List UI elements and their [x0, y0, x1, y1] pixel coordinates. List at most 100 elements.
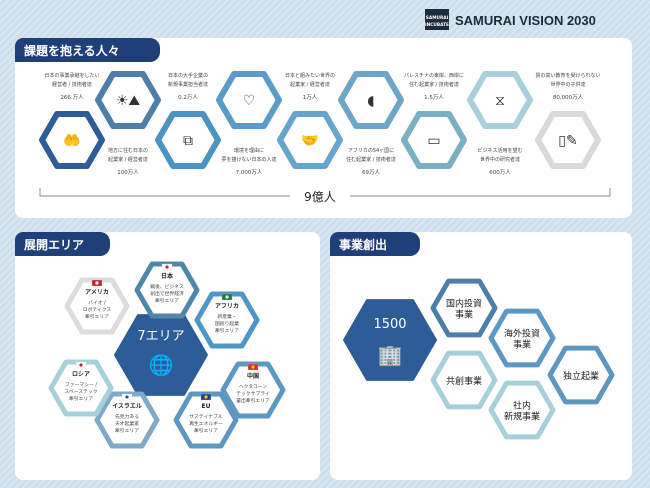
business-label: 共創事業: [446, 375, 482, 387]
issue-description: 日本と組みたい世界の: [285, 72, 335, 79]
heart-hand-icon: ♡: [243, 93, 256, 109]
area-description: 牽引エリア: [85, 313, 109, 320]
business-hexagon: [430, 350, 498, 410]
issue-count: 80,000万人: [553, 94, 584, 101]
issue-description: アフリカの54ヶ国に: [348, 148, 394, 154]
area-center-label: 7エリア: [137, 329, 184, 344]
flag-mark: [165, 265, 169, 269]
issue-description: 経営者 / 技術者達: [52, 81, 92, 88]
area-description: 新産業・: [217, 313, 236, 320]
area-description: バイオ /: [88, 300, 106, 306]
issues-title: 課題を抱える人々: [24, 43, 120, 58]
area-description: 天才起業家: [115, 420, 139, 427]
flag-mark: [79, 363, 83, 367]
business-label: 海外投資: [504, 328, 540, 340]
area-name: イスラエル: [112, 403, 142, 410]
issue-hexagon: [535, 111, 601, 169]
business-title: 事業創出: [339, 237, 387, 252]
issue-count: 1万人: [303, 94, 318, 101]
business-title-tab: [330, 232, 420, 256]
issue-description: 地方に住む日本の: [108, 147, 148, 154]
issue-description: 日本の大手企業の: [168, 72, 208, 79]
issue-count: 100万人: [117, 169, 139, 176]
area-hexagon: [134, 261, 200, 319]
cash-register-icon: ▭: [427, 133, 440, 149]
issue-count: 7,000万人: [236, 169, 263, 176]
issue-description: 環境を理由に: [234, 147, 264, 154]
issue-description: パレスチナの東岸、西岸に: [404, 72, 464, 79]
business-label: 事業: [513, 339, 531, 351]
business-hexagon: [488, 380, 556, 440]
business-label: 独立起業: [563, 370, 599, 382]
total-people: 9億人: [304, 190, 336, 204]
issue-hexagon: [467, 71, 533, 129]
area-description: サステイナブル: [189, 413, 223, 420]
flag-mark: [95, 281, 99, 285]
area-description: 牽引エリア: [194, 427, 218, 434]
logo-text-1: SAMURAI: [426, 15, 449, 21]
business-center-hexagon: [343, 299, 437, 381]
issue-hexagon: [401, 111, 467, 169]
areas-title: 展開エリア: [24, 238, 84, 252]
areas-title-tab: [15, 232, 110, 256]
area-description: 再生エネルギー: [189, 420, 223, 427]
issue-hexagon: [338, 71, 404, 129]
issue-description: 起業家 / 経営者達: [290, 81, 330, 88]
issue-description: 住む起業家 / 技術者達: [346, 156, 396, 163]
area-hexagon: [64, 277, 130, 335]
business-label: 事業: [455, 309, 473, 321]
area-name: 中国: [247, 372, 259, 380]
area-description: 牽引エリア: [115, 427, 139, 434]
issue-count: 266 万人: [60, 94, 84, 101]
issue-description: 新規事業担当者達: [168, 81, 208, 88]
area-name: EU: [202, 403, 211, 410]
issue-description: 世界中の研究者達: [480, 156, 520, 163]
area-description: 先見力ある: [115, 413, 139, 420]
area-description: スペーステック: [64, 389, 97, 395]
area-name: アメリカ: [85, 289, 109, 296]
area-description: ヘクタコーン: [239, 383, 268, 390]
area-name: 日本: [161, 272, 174, 280]
issue-description: 日本の事業承継をしたい: [44, 72, 99, 79]
issue-description: ビジネス活用を望む: [477, 147, 522, 154]
caring-hands-icon: 🤲: [63, 133, 80, 149]
business-hexagon: [430, 278, 498, 338]
area-description: ロボティクス: [83, 306, 112, 313]
area-hexagon: [94, 391, 160, 449]
issue-count: 600万人: [489, 169, 511, 176]
issues-title-tab: [15, 38, 160, 62]
globe-handshake-icon: 🌐: [149, 353, 174, 377]
flag-mark: [125, 395, 129, 399]
business-label: 新規事業: [504, 411, 540, 423]
handshake-icon: 🤝: [301, 133, 318, 149]
issue-hexagon: [216, 71, 282, 129]
area-name: アフリカ: [215, 303, 239, 310]
logo-mark: [425, 9, 449, 30]
area-description: 創出で世界経済: [150, 290, 184, 297]
business-count: 1500: [373, 317, 406, 332]
issue-description: 質の高い教育を受けられない: [535, 72, 600, 79]
area-hexagon: [220, 361, 286, 419]
area-hexagon: [48, 359, 114, 417]
issue-hexagon: [277, 111, 343, 169]
issue-description: 起業家 / 経営者達: [108, 156, 148, 163]
area-hexagon: [173, 391, 239, 449]
area-description: 牽引エリア: [155, 297, 179, 304]
area-name: ロシア: [72, 371, 90, 378]
area-description: 国創り起業: [215, 320, 239, 327]
area-hexagon: [194, 291, 260, 349]
issue-hexagon: [155, 111, 221, 169]
issue-description: 夢を描けない日本の人達: [221, 156, 276, 163]
vision-title: SAMURAI VISION 2030: [455, 13, 596, 28]
issue-count: 0.2万人: [178, 94, 198, 101]
issue-hexagon: [39, 111, 105, 169]
total-bracket: 9億人: [39, 188, 611, 204]
area-description: 牽引エリア: [69, 395, 93, 402]
area-description: ファーマシー /: [65, 382, 97, 388]
flag-mark: [204, 395, 208, 399]
area-description: 戦後、ビジネス: [150, 283, 184, 290]
flag-mark: [225, 295, 229, 299]
business-hexagon: [488, 308, 556, 368]
issue-count: 1.5万人: [424, 94, 444, 101]
